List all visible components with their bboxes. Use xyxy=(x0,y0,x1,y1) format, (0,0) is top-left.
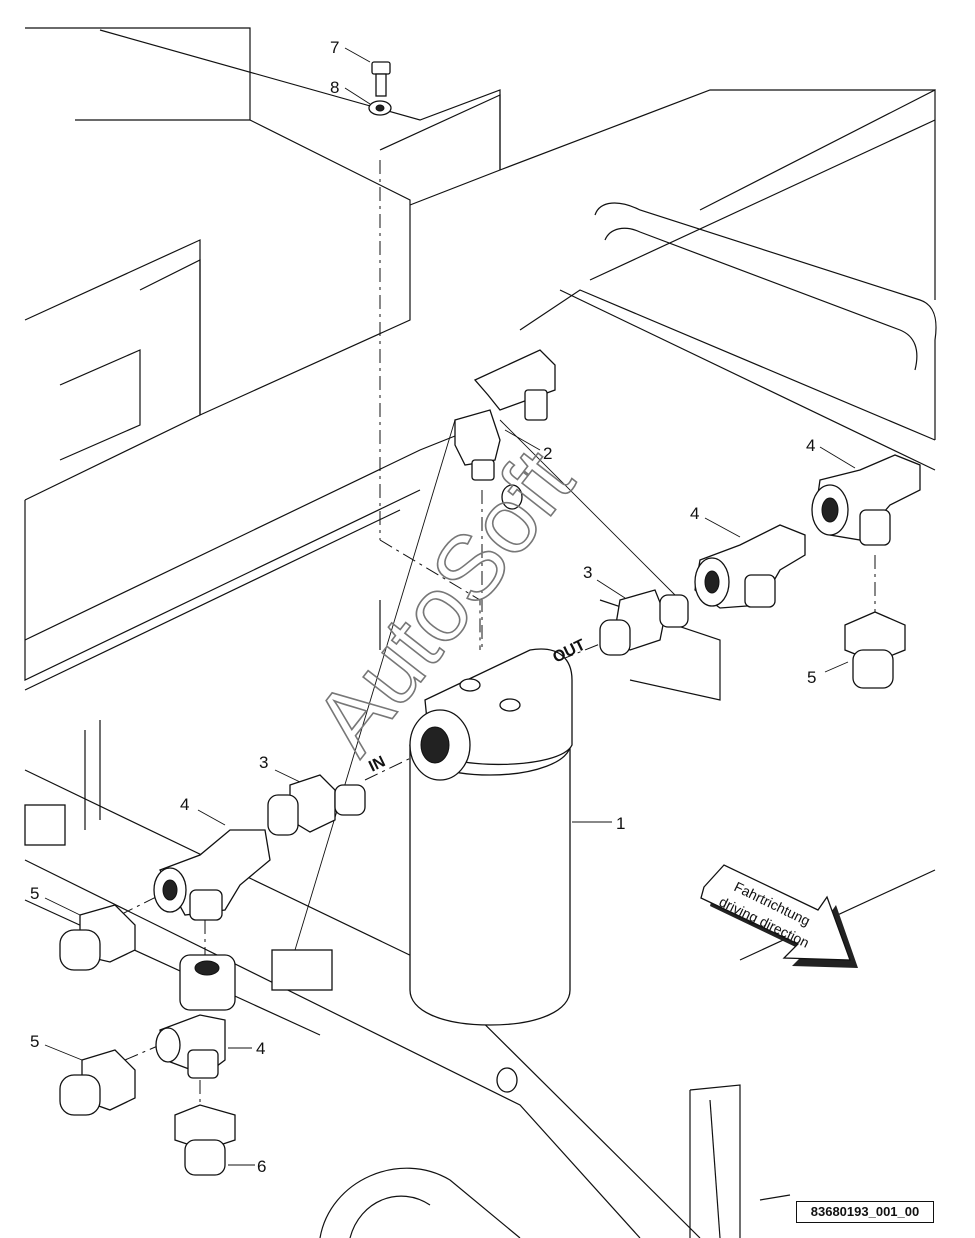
washer-part-8 xyxy=(368,100,392,116)
tee-part-4-upper-right xyxy=(811,454,921,546)
callout-4-lower: 4 xyxy=(256,1039,265,1058)
tee-part-4-lower xyxy=(155,954,236,1079)
port-label-in: IN xyxy=(366,753,388,775)
callout-3-left: 3 xyxy=(259,753,268,772)
bracket-part-2 xyxy=(454,349,556,481)
plug-part-5-right xyxy=(844,611,906,689)
fitting-part-3-right xyxy=(599,589,689,656)
callout-5-left-lower: 5 xyxy=(30,1032,39,1051)
callout-8: 8 xyxy=(330,78,339,97)
fitting-part-3-left xyxy=(267,774,366,836)
callout-5-right: 5 xyxy=(807,668,816,687)
driving-direction-arrow: Fahrtrichtung driving direction xyxy=(700,864,858,968)
plug-part-5-left-upper xyxy=(59,904,136,971)
callout-7: 7 xyxy=(330,38,339,57)
filter-part-1 xyxy=(409,648,573,1026)
callout-3-right: 3 xyxy=(583,563,592,582)
tee-part-4-left xyxy=(153,829,271,921)
bolt-part-7 xyxy=(371,61,391,97)
callout-2: 2 xyxy=(543,444,552,463)
plug-part-6 xyxy=(174,1104,236,1176)
port-label-out: OUT xyxy=(550,636,588,666)
callout-4-mid-right: 4 xyxy=(690,504,699,523)
callout-1: 1 xyxy=(616,814,625,833)
callout-4-upper-right: 4 xyxy=(806,436,815,455)
callout-5-left-upper: 5 xyxy=(30,884,39,903)
callout-4-left: 4 xyxy=(180,795,189,814)
callout-leaders xyxy=(44,47,856,1166)
callout-6: 6 xyxy=(257,1157,266,1176)
tee-part-4-mid-right xyxy=(694,524,806,609)
reference-id: 83680193_001_00 xyxy=(796,1201,934,1223)
assembly-leaders xyxy=(119,160,876,1110)
plug-part-5-left-lower xyxy=(59,1049,136,1116)
